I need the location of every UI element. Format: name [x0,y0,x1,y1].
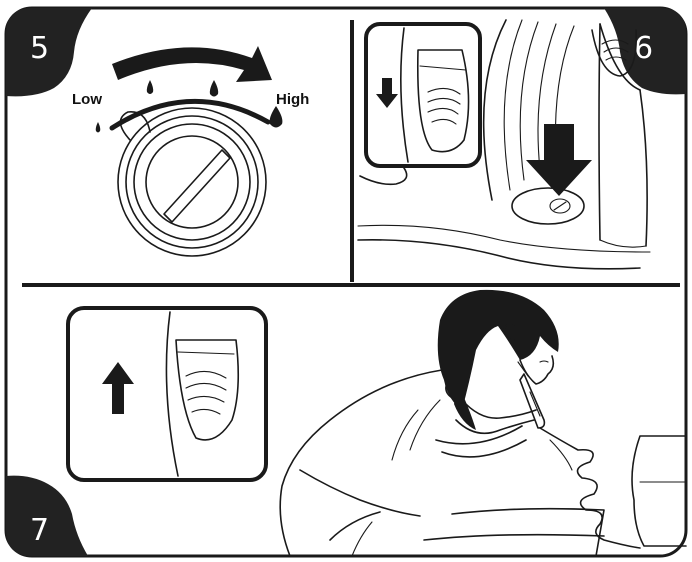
dial-low-label: Low [72,91,102,108]
step-5-number: 5 [30,31,49,66]
step-7-number: 7 [30,513,49,548]
inset-handle-up [68,308,266,480]
inset-handle-down [366,24,480,166]
dial-high-label: High [276,91,309,108]
